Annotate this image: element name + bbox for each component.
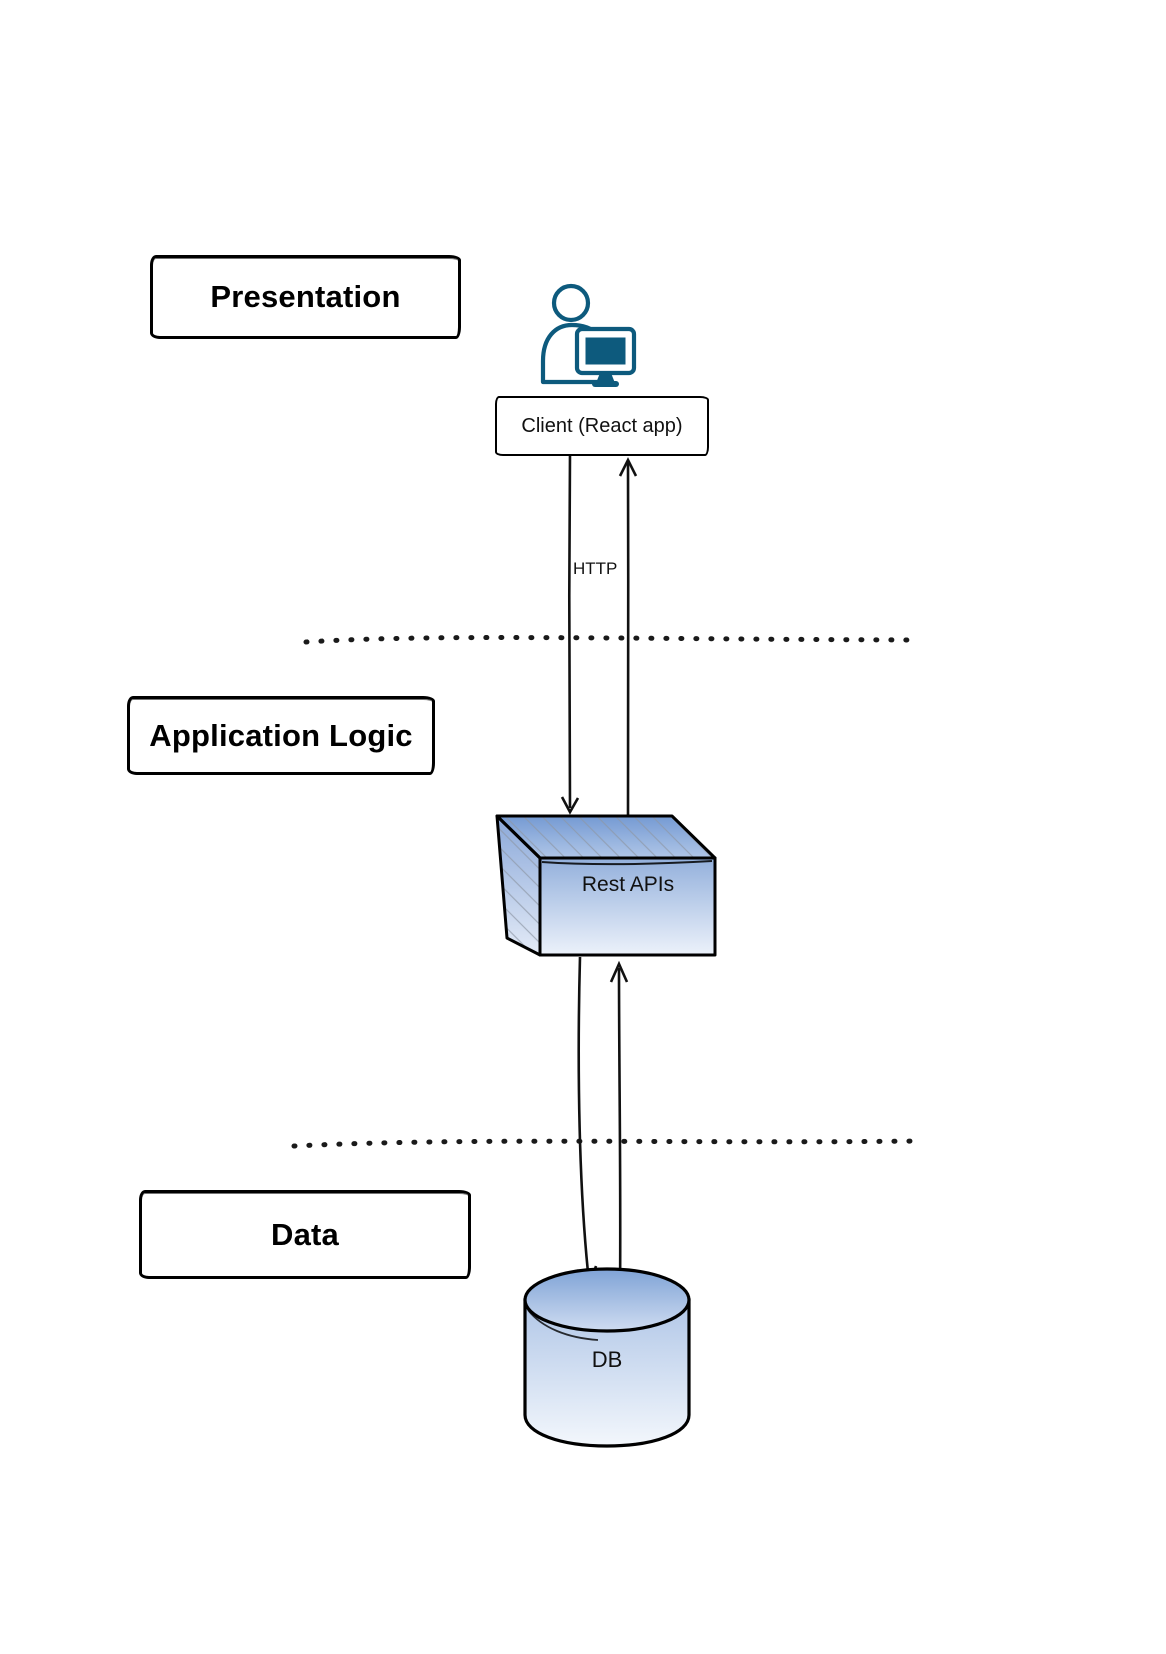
arrowhead-down-icon [560,796,580,815]
layer-label-data: Data [271,1216,339,1252]
layer-divider-logic-data [291,1138,919,1149]
monitor-screen [585,337,626,365]
client-node: Client (React app) [495,396,709,456]
monitor-base [592,381,619,387]
edge-client-to-api [560,452,580,815]
client-label: Client (React app) [521,414,683,437]
edge-db-to-api [609,960,629,1293]
db-top-ellipse [523,1267,691,1333]
rest-apis-node [495,814,717,957]
db-node [523,1267,691,1448]
db-label: DB [591,1347,623,1372]
layer-box-application-logic: Application Logic [127,696,435,775]
arrowhead-up-icon [609,960,629,983]
layer-divider-presentation-logic [303,635,918,645]
monitor-stand [596,373,615,383]
layer-box-presentation: Presentation [150,255,461,339]
db-sketch-stroke [527,1309,599,1341]
person-head [551,283,591,323]
person-with-monitor-icon [540,283,637,387]
edge-label-http: HTTP [573,559,618,578]
edge-api-to-client [618,457,638,817]
rest-apis-label: Rest APIs [581,873,675,896]
edge-api-to-db [576,956,598,1287]
layer-box-data: Data [139,1190,471,1279]
arrowhead-up-icon [618,457,638,477]
layer-label-presentation: Presentation [210,279,401,314]
layer-label-application-logic: Application Logic [149,717,413,753]
